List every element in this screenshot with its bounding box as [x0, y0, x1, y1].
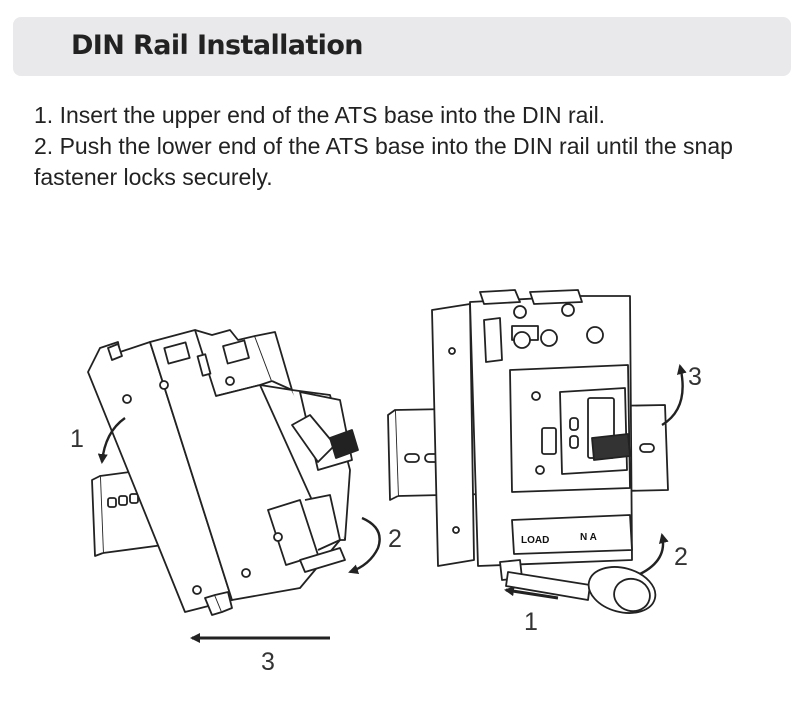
left-callout-1: 1	[70, 425, 84, 453]
left-device-illustration	[87, 329, 359, 616]
left-callout-3: 3	[261, 648, 275, 676]
right-callout-arrows	[504, 364, 687, 600]
right-callout-2: 2	[674, 543, 688, 571]
left-arrow-1	[97, 417, 126, 464]
right-arrow-3	[661, 364, 687, 427]
terminal-label: N A	[580, 532, 597, 543]
right-arrow-2	[639, 533, 669, 576]
right-callout-3: 3	[688, 363, 702, 391]
instruction-list: 1. Insert the upper end of the ATS base …	[34, 100, 774, 193]
right-device-illustration	[387, 289, 669, 614]
load-label: LOAD	[521, 535, 549, 546]
right-callout-1: 1	[524, 608, 538, 636]
instruction-step-2: 2. Push the lower end of the ATS base in…	[34, 133, 733, 190]
page-title: DIN Rail Installation	[71, 30, 364, 61]
right-arrow-1	[504, 586, 559, 600]
header-banner: DIN Rail Installation	[13, 17, 791, 76]
left-ats-body	[87, 329, 359, 616]
left-callout-2: 2	[388, 525, 402, 553]
left-callout-arrows	[97, 417, 381, 643]
instruction-step-1: 1. Insert the upper end of the ATS base …	[34, 102, 606, 128]
screwdriver	[505, 566, 657, 614]
left-arrow-2	[348, 516, 381, 575]
